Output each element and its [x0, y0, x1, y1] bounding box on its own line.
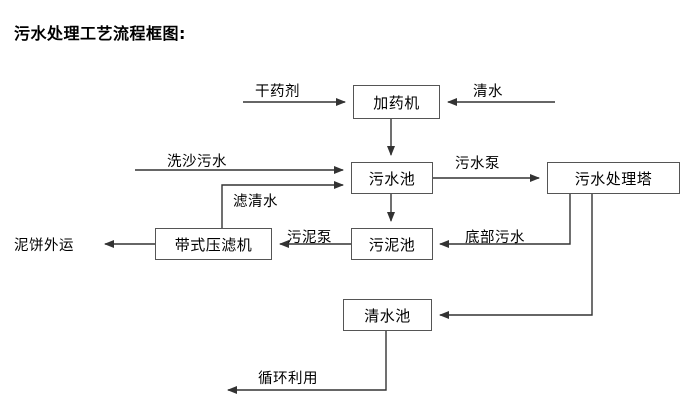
edge-label-bottom-sewage: 底部污水 [465, 230, 525, 246]
node-label: 污水池 [368, 169, 416, 188]
edge-tower-to-clean-water-pool [439, 194, 593, 319]
edge-label-recycle-use: 循环利用 [258, 371, 318, 387]
node-sewage-pool[interactable]: 污水池 [351, 162, 433, 194]
edge-filtered-water-to-sewage-pool [221, 181, 344, 228]
terminal-mud-cake-export: 泥饼外运 [14, 238, 74, 254]
node-dosing-machine[interactable]: 加药机 [353, 85, 440, 119]
node-treatment-tower[interactable]: 污水处理塔 [547, 162, 680, 194]
edge-label-sludge-pump: 污泥泵 [287, 230, 332, 246]
node-label: 加药机 [373, 93, 420, 112]
node-label: 污泥池 [368, 235, 416, 254]
node-sludge-pool[interactable]: 污泥池 [351, 228, 433, 260]
edge-label-sewage-pump: 污水泵 [455, 156, 500, 172]
edge-label-sand-washing-sewage: 洗沙污水 [167, 154, 227, 170]
node-belt-filter-press[interactable]: 带式压滤机 [155, 228, 272, 260]
edge-clean-water-pool-to-recycle [227, 331, 387, 394]
node-label: 带式压滤机 [174, 235, 253, 254]
edge-label-dry-chemical: 干药剂 [255, 84, 300, 100]
node-label: 污水处理塔 [574, 169, 653, 188]
node-clean-water-pool[interactable]: 清水池 [343, 299, 432, 331]
edge-tower-to-sludge-pool [439, 194, 571, 248]
node-label: 清水池 [364, 306, 411, 325]
edge-label-filtered-clear-water: 滤清水 [233, 194, 278, 210]
page-title: 污水处理工艺流程框图: [14, 24, 186, 43]
edge-label-clean-water-in: 清水 [473, 84, 503, 100]
